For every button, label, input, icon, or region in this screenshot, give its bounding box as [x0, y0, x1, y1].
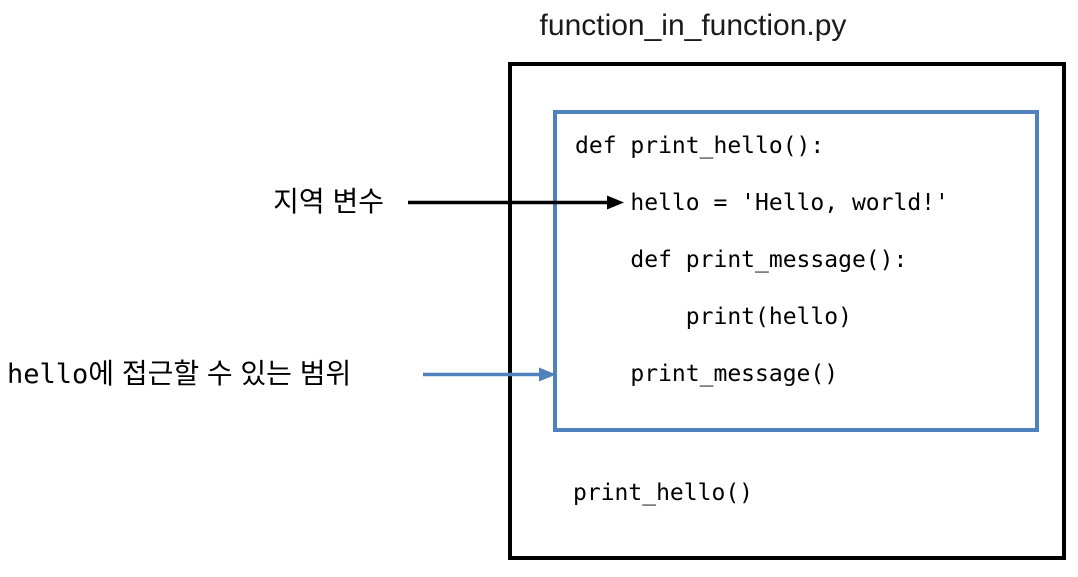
scope-label: hello에 접근할 수 있는 범위: [7, 355, 351, 394]
scope-box: def print_hello(): hello = 'Hello, world…: [553, 110, 1039, 432]
module-code-line: print_hello(): [573, 480, 754, 506]
file-title: function_in_function.py: [539, 9, 847, 42]
local-variable-label: 지역 변수: [273, 186, 384, 217]
scope-label-code-part: hello: [7, 359, 89, 390]
function-code-block: def print_hello(): hello = 'Hello, world…: [575, 133, 949, 387]
scope-label-text-part: 에 접근할 수 있는 범위: [88, 358, 352, 389]
file-box: def print_hello(): hello = 'Hello, world…: [508, 62, 1066, 560]
